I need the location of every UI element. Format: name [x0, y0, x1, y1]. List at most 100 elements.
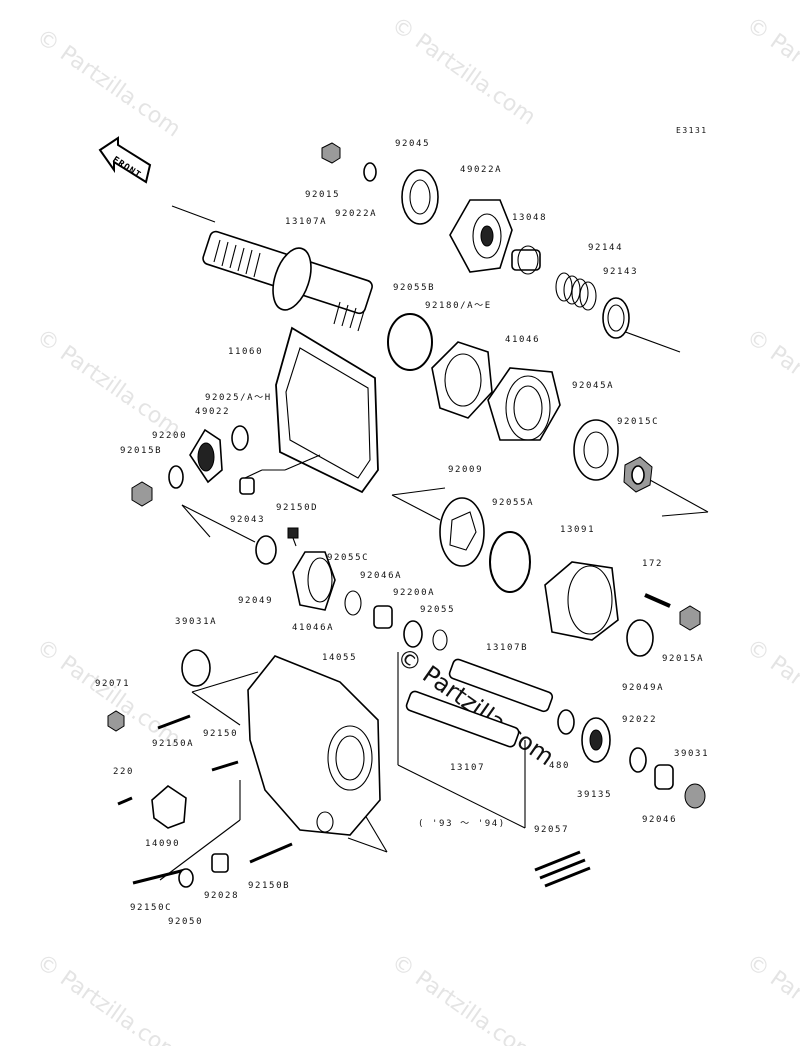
watermark: © Partzilla.com — [32, 24, 185, 142]
shim-92180 — [431, 341, 493, 419]
collar-13048 — [511, 245, 541, 275]
label-92046A: 92046A — [360, 571, 402, 581]
label-13107B: 13107B — [486, 643, 528, 653]
washer-92022 — [629, 747, 647, 773]
seal-92049A — [626, 619, 654, 657]
watermark: © Partzilla.com — [742, 12, 800, 130]
label-39135: 39135 — [577, 790, 612, 800]
bearing-92046A — [373, 605, 393, 629]
gasket-11060 — [275, 326, 379, 494]
screw-220 — [117, 796, 133, 806]
label-220: 220 — [113, 767, 134, 777]
dowel-92028 — [211, 853, 229, 873]
label-92150A: 92150A — [152, 739, 194, 749]
cap-39031 — [684, 783, 706, 809]
label-92150C: 92150C — [130, 903, 172, 913]
bearing-92045 — [401, 169, 439, 225]
label-92180: 92180/A～E — [425, 301, 492, 311]
bearing-92046 — [654, 764, 674, 790]
case-14055 — [247, 655, 381, 836]
label-92015: 92015 — [305, 190, 340, 200]
label-92045A: 92045A — [572, 381, 614, 391]
label-480: 480 — [549, 761, 570, 771]
nut-92015 — [321, 142, 341, 164]
bolt-92150A — [157, 714, 191, 730]
label-92150B: 92150B — [248, 881, 290, 891]
nut-92015B — [131, 481, 153, 507]
label-41046A: 41046A — [292, 623, 334, 633]
label-92015B: 92015B — [120, 446, 162, 456]
label-92015A: 92015A — [662, 654, 704, 664]
bevel-gear-49022A — [449, 199, 513, 273]
spring-92144 — [555, 272, 597, 311]
label-14090: 14090 — [145, 839, 180, 849]
gear-39135 — [581, 717, 611, 763]
watermark: © Partzilla.com — [387, 12, 540, 130]
main-shaft-13107A — [202, 230, 373, 332]
label-92144: 92144 — [588, 243, 623, 253]
bearing-92045A — [573, 419, 619, 481]
label-92022: 92022 — [622, 715, 657, 725]
label-41046: 41046 — [505, 335, 540, 345]
circlip-480 — [557, 709, 575, 735]
washer-92200 — [168, 465, 184, 489]
axis-lines — [159, 205, 709, 881]
front-arrow-icon: FRONT — [98, 136, 152, 184]
label-13107A: 13107A — [285, 217, 327, 227]
label-13091: 13091 — [560, 525, 595, 535]
label-92025: 92025/A～H — [205, 393, 272, 403]
bolt-92150 — [211, 760, 239, 772]
housing-13091 — [544, 561, 619, 641]
label-92055B: 92055B — [393, 283, 435, 293]
label-92049: 92049 — [238, 596, 273, 606]
seal-39031A — [181, 649, 211, 687]
bolt-92150D — [287, 527, 299, 547]
collar-92143 — [602, 297, 630, 339]
label-92200: 92200 — [152, 431, 187, 441]
label-92045: 92045 — [395, 139, 430, 149]
stud-172 — [644, 593, 671, 608]
label-92200A: 92200A — [393, 588, 435, 598]
part-labels: 92045 49022A 92015 92022A 13107A 13048 9… — [95, 139, 709, 927]
nut-92015A — [679, 605, 701, 631]
bolt-92150C — [132, 868, 186, 885]
label-39031A: 39031A — [175, 617, 217, 627]
washer-92050 — [178, 868, 194, 888]
watermark: © Partzilla.com — [32, 634, 185, 752]
label-172: 172 — [642, 559, 663, 569]
label-13048: 13048 — [512, 213, 547, 223]
label-92009: 92009 — [448, 465, 483, 475]
watermark: © Partzilla.com — [742, 634, 800, 752]
label-49022: 49022 — [195, 407, 230, 417]
chain-92057 — [534, 850, 591, 888]
label-92043: 92043 — [230, 515, 265, 525]
label-39031: 39031 — [674, 749, 709, 759]
label-92049A: 92049A — [622, 683, 664, 693]
label-92071: 92071 — [95, 679, 130, 689]
oring-92055 — [432, 629, 448, 651]
oring-92055B — [387, 313, 433, 371]
label-92022A: 92022A — [335, 209, 377, 219]
label-92150D: 92150D — [276, 503, 318, 513]
watermark: © Partzilla.com — [742, 949, 800, 1046]
diagram-ref: E3131 — [676, 126, 708, 135]
housing-41046 — [487, 367, 561, 441]
watermark: © Partzilla.com — [742, 324, 800, 442]
housing-41046A — [292, 551, 336, 611]
label-92055A: 92055A — [492, 498, 534, 508]
gasket-inner — [285, 347, 371, 479]
label-92055C: 92055C — [327, 553, 369, 563]
nut-92071 — [107, 710, 125, 732]
bevel-gear-49022 — [189, 428, 223, 484]
oring-92055C — [344, 590, 362, 616]
washer-92022A — [363, 162, 377, 182]
cover-14090 — [151, 784, 187, 829]
seal-92009 — [439, 497, 485, 567]
bolt-92150B — [249, 842, 293, 864]
label-92050: 92050 — [168, 917, 203, 927]
label-92055: 92055 — [420, 605, 455, 615]
shaft-13107 — [405, 690, 520, 748]
nut-92015C — [623, 456, 653, 493]
label-92057: 92057 — [534, 825, 569, 835]
